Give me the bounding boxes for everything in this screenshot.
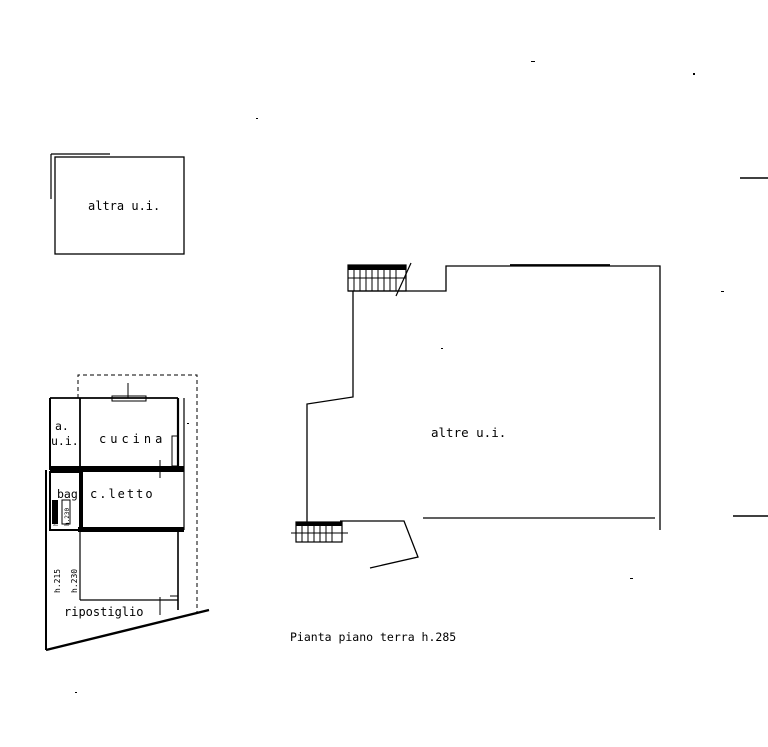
height-label-215: h.215: [53, 569, 62, 593]
stair-bottom-icon: [291, 521, 348, 543]
altre-ui-block: altre u.i.: [291, 262, 661, 569]
height-label-240: h.240: [53, 508, 60, 526]
stair-top-icon: [347, 262, 412, 297]
apartment-unit: a. u.i. cucina bag c.letto ripostiglio h…: [45, 374, 210, 652]
altre-ui-label: altre u.i.: [431, 425, 506, 440]
height-label-230: h.230: [70, 569, 79, 593]
a-ui-label-2: u.i.: [51, 434, 79, 448]
camera-letto-label: c.letto: [90, 487, 155, 501]
a-ui-label-1: a.: [55, 419, 69, 433]
plan-caption: Pianta piano terra h.285: [290, 630, 456, 644]
bagno-label: bag: [57, 487, 78, 501]
altra-ui-block: altra u.i.: [50, 153, 185, 255]
cucina-label: cucina: [99, 432, 166, 446]
height-label-230-bath: h.230: [64, 508, 71, 526]
altra-ui-label: altra u.i.: [88, 199, 160, 213]
ripostiglio-label: ripostiglio: [64, 605, 143, 619]
scan-specks: [75, 61, 724, 693]
